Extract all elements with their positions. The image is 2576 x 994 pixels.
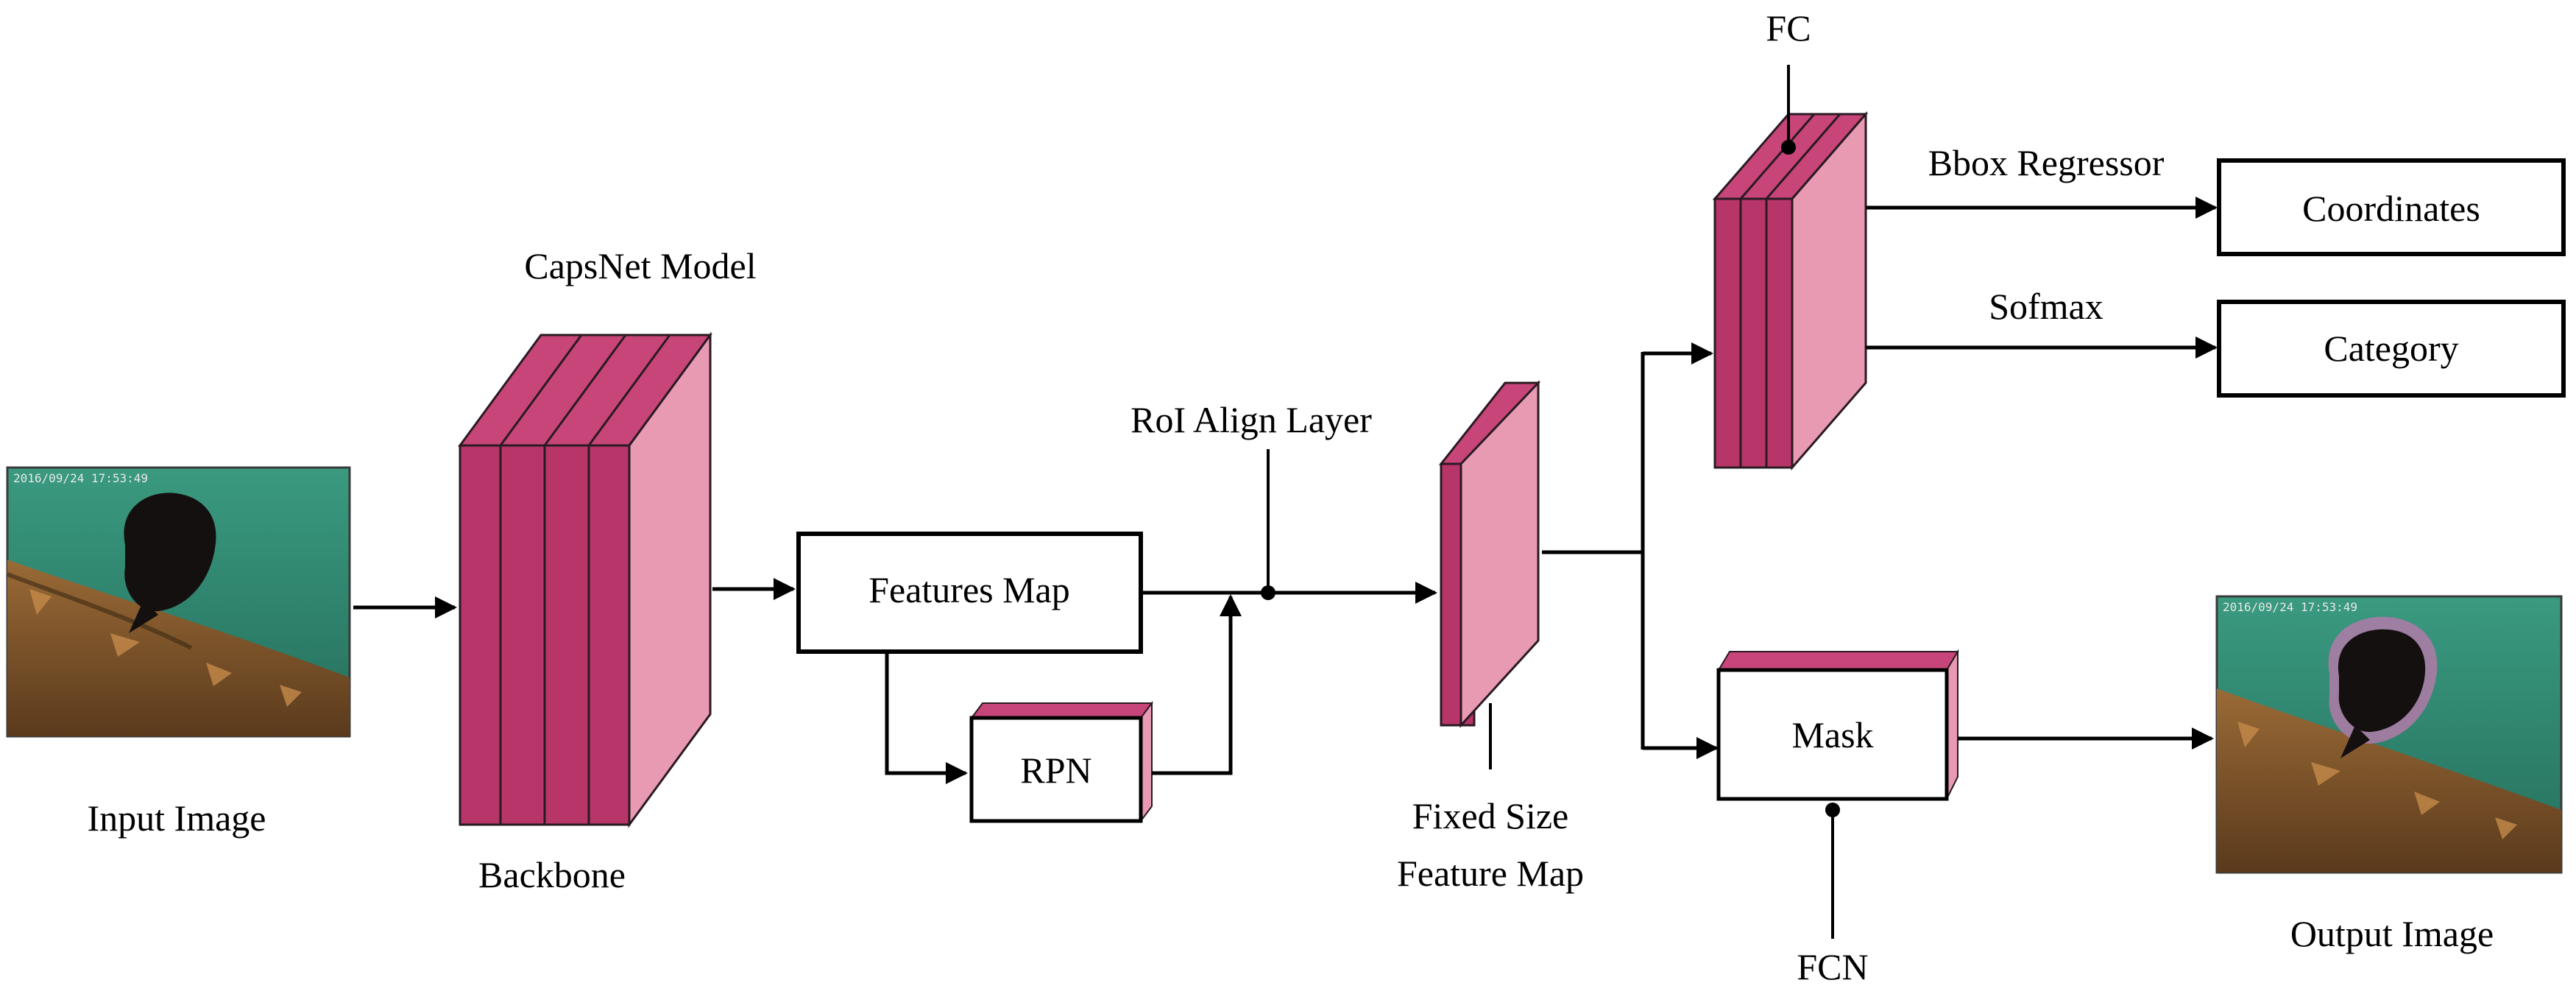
bbox-regressor-label: Bbox Regressor <box>1928 142 2165 183</box>
arrow-features-to-rpn <box>885 652 968 784</box>
input-image-timestamp: 2016/09/24 17:53:49 <box>13 471 148 485</box>
fcn-node <box>1825 803 1840 817</box>
fc-block <box>1712 110 1869 471</box>
mask-block <box>1716 649 1959 801</box>
coordinates-box <box>2217 158 2566 256</box>
features-map-label: Features Map <box>868 569 1070 610</box>
fc-label: FC <box>1766 7 1811 49</box>
category-box <box>2217 300 2566 398</box>
fish-silhouette-output <box>2338 629 2426 733</box>
rpn-block <box>969 701 1153 823</box>
input-image-label: Input Image <box>88 797 266 839</box>
fixed-size-label-line1: Fixed Size <box>1412 795 1568 836</box>
features-map-box <box>796 532 1143 654</box>
input-image: 2016/09/24 17:53:49 <box>6 466 351 738</box>
output-image-timestamp: 2016/09/24 17:53:49 <box>2223 600 2357 614</box>
output-image-label: Output Image <box>2290 913 2494 954</box>
fixed-size-label-line2: Feature Map <box>1397 853 1584 894</box>
roi-align-node <box>1261 585 1275 600</box>
backbone-label: Backbone <box>478 854 626 895</box>
fixed-size-feature-map <box>1438 380 1541 728</box>
arrow-rpn-to-roi <box>1152 594 1242 775</box>
output-image: 2016/09/24 17:53:49 <box>2215 595 2563 874</box>
softmax-label: Sofmax <box>1989 286 2103 327</box>
rpn-label: RPN <box>1020 750 1091 791</box>
mask-label: Mask <box>1791 714 1873 755</box>
coordinates-label: Coordinates <box>2302 188 2480 229</box>
capsnet-model-label: CapsNet Model <box>524 245 756 286</box>
fcn-label: FCN <box>1797 946 1868 987</box>
backbone-block <box>458 331 712 828</box>
fish-silhouette <box>124 493 216 612</box>
roi-align-label: RoI Align Layer <box>1130 399 1372 440</box>
category-label: Category <box>2324 328 2458 369</box>
fc-node <box>1781 140 1796 155</box>
